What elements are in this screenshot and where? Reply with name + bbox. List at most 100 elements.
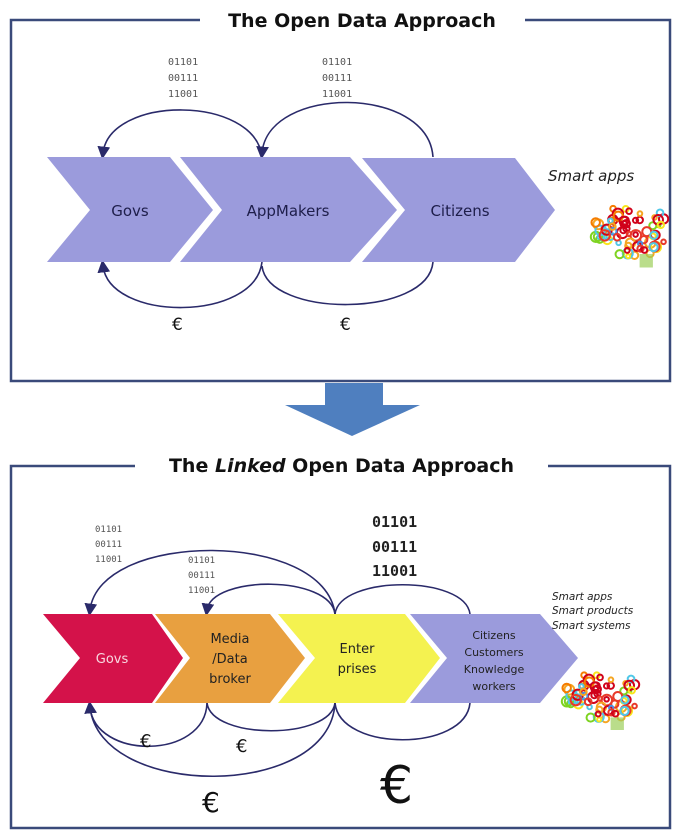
gear-shape [607,676,615,684]
euro-symbol: € [236,736,247,757]
chevron-appmakers [180,157,397,262]
stage-label: Enter prises [338,642,377,677]
gear-shape [606,681,615,690]
gear-shape [603,695,610,703]
binary-data: 01101 00111 11001 [322,57,352,100]
gear-shape [620,695,630,705]
gear-shape [660,238,667,246]
gear-shape [598,229,611,242]
gear-shape [619,705,630,717]
gear-shape [626,674,636,684]
panel-frame [9,464,672,830]
stage-label: Govs [96,652,129,667]
gear-shape [625,207,633,215]
svg-text:11001: 11001 [188,586,215,596]
svg-text:01101: 01101 [168,57,198,68]
gear-shape [607,708,616,717]
gear-shape [579,687,588,697]
svg-text:00111: 00111 [322,73,352,84]
brain-gears-icon [560,671,641,730]
svg-text:01101: 01101 [372,513,417,531]
gear-shape [608,222,617,231]
gear-shape [612,232,622,242]
euro-symbol: € [172,315,183,335]
euro-symbol: € [202,786,220,819]
data-flow-arc [334,584,471,615]
stage-label: Citizens Customers Knowledge workers [464,629,525,693]
gear-shape [579,691,589,701]
gear-shape [611,709,620,718]
money-flow-arc [261,261,434,306]
money-flow-arc [89,702,336,777]
brain-stem [610,717,624,730]
gear-shape [569,693,582,707]
gear-shape [590,217,601,228]
money-flow-arc [334,702,471,741]
gear-shape [648,242,659,253]
gear-shape [625,230,633,238]
svg-text:01101: 01101 [95,525,122,535]
gear-shape [631,216,640,224]
gear-shape [631,702,638,710]
svg-text:Enter: Enter [340,642,376,657]
euro-symbol: € [140,731,151,752]
svg-text:Citizens: Citizens [472,629,516,642]
outcome-list: Smart apps Smart products Smart systems [552,591,634,632]
binary-data: 01101 00111 11001 [168,57,198,100]
stage-label: AppMakers [247,202,330,220]
gear-shape [636,210,644,217]
svg-text:00111: 00111 [95,540,122,550]
svg-text:11001: 11001 [322,89,352,100]
gear-shape [625,253,632,260]
title-pre: The [168,455,215,477]
gear-shape [651,214,658,221]
data-flow-arc [256,101,434,160]
brain-stem [639,254,653,268]
chevron-citizens-customers-workers [410,614,578,703]
stage-label: Citizens [430,202,489,220]
stage-label: Govs [111,202,149,220]
svg-text:workers: workers [472,680,516,693]
gear-shape [602,682,611,690]
money-flow-arc [97,259,263,309]
gear-shape [622,679,629,687]
gear-shape [585,712,596,723]
gear-shape [608,226,618,236]
svg-text:11001: 11001 [372,562,417,580]
gear-shape [627,686,636,695]
data-flow-arc [201,583,336,617]
open-data-panel: The Open Data Approach Govs AppMakers Ci… [9,10,672,383]
data-flow-arc [84,549,336,617]
svg-text:00111: 00111 [372,538,417,556]
binary-data: 01101 00111 11001 [188,556,215,596]
gear-shape [623,246,631,254]
gear-shape [594,710,602,718]
euro-symbol-large: € [380,756,413,816]
linked-open-data-panel: Govs Media /Data broker Enter prises Cit… [9,464,672,830]
svg-text:/Data: /Data [212,652,247,667]
panel-frame [9,18,672,383]
binary-data: 01101 00111 11001 [95,525,122,565]
gear-shape [636,244,645,253]
chevron-enterprises [278,614,440,703]
gear-shape [589,681,601,693]
gear-shape [596,673,604,682]
gear-shape [632,231,639,238]
money-flow-arc [84,700,208,747]
svg-text:broker: broker [209,672,251,687]
svg-text:Smart apps: Smart apps [552,591,613,603]
svg-text:01101: 01101 [188,556,215,566]
svg-text:Smart products: Smart products [552,605,634,617]
gear-shape [656,220,665,230]
svg-text:00111: 00111 [188,571,215,581]
brain-gears-icon [589,204,670,268]
money-flow-arc [206,702,336,732]
svg-text:Customers: Customers [464,646,523,659]
gear-shape [596,695,604,702]
panel-title: The Linked Open Data Approach [135,453,548,479]
title-post: Open Data Approach [285,455,515,477]
chevron-govs [47,157,213,262]
gear-shape [618,215,630,227]
svg-text:11001: 11001 [168,89,198,100]
